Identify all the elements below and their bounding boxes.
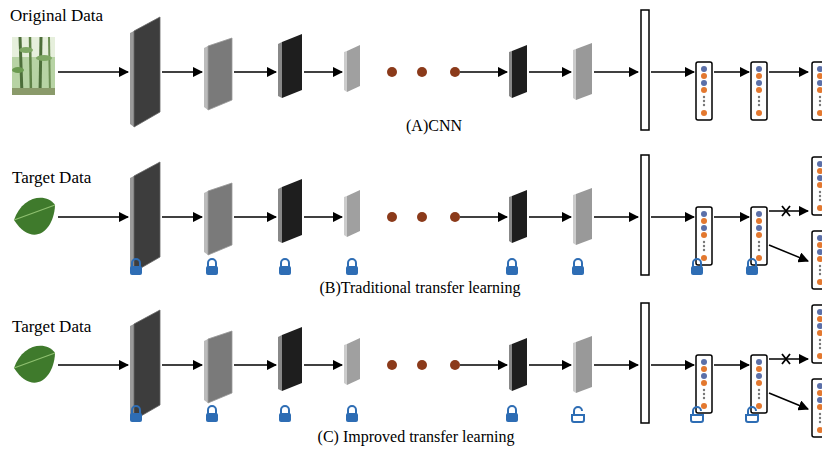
frozen-locks [279,259,291,275]
leaf-photo [14,198,55,235]
bamboo-photo [40,37,41,95]
panel-caption: (C) Improved transfer learning [318,428,515,446]
data-label: Original Data [10,6,103,26]
network-illustration [58,10,767,130]
mixed-locks [572,407,584,422]
bamboo-photo [12,37,55,95]
bamboo-photo [12,37,55,95]
leaf-photo [14,205,55,220]
mixed-locks [506,406,518,422]
mixed-locks [279,406,291,422]
frozen-locks [572,259,584,275]
network-illustration [769,71,808,73]
bamboo-photo [20,37,22,95]
mixed-locks [746,407,758,422]
bamboo-photo [49,37,50,95]
network-illustration [812,62,822,120]
frozen-locks [130,259,142,275]
network-illustration [769,305,822,437]
bamboo-photo [19,47,33,53]
leaf-photo [14,353,55,368]
frozen-locks [506,259,518,275]
panel-caption: (A)CNN [406,117,462,135]
frozen-locks [691,259,703,275]
panel-caption: (B)Traditional transfer learning [319,279,520,297]
data-label: Target Data [12,317,91,337]
leaf-photo [14,346,55,383]
network-illustration [769,157,822,289]
frozen-locks [130,259,758,275]
mixed-locks [691,407,703,422]
frozen-locks [206,259,218,275]
network-illustration [58,155,767,275]
bamboo-photo [12,67,24,73]
mixed-locks [130,406,142,422]
network-illustration [58,303,767,423]
mixed-locks [346,406,358,422]
frozen-locks [746,259,758,275]
mixed-locks [130,406,758,422]
leaf-photo [14,346,55,383]
bamboo-photo [12,88,55,95]
mixed-locks [206,406,218,422]
leaf-photo [14,198,55,235]
frozen-locks [346,259,358,275]
bamboo-photo [30,37,31,95]
bamboo-photo [36,55,52,61]
data-label: Target Data [12,168,91,188]
